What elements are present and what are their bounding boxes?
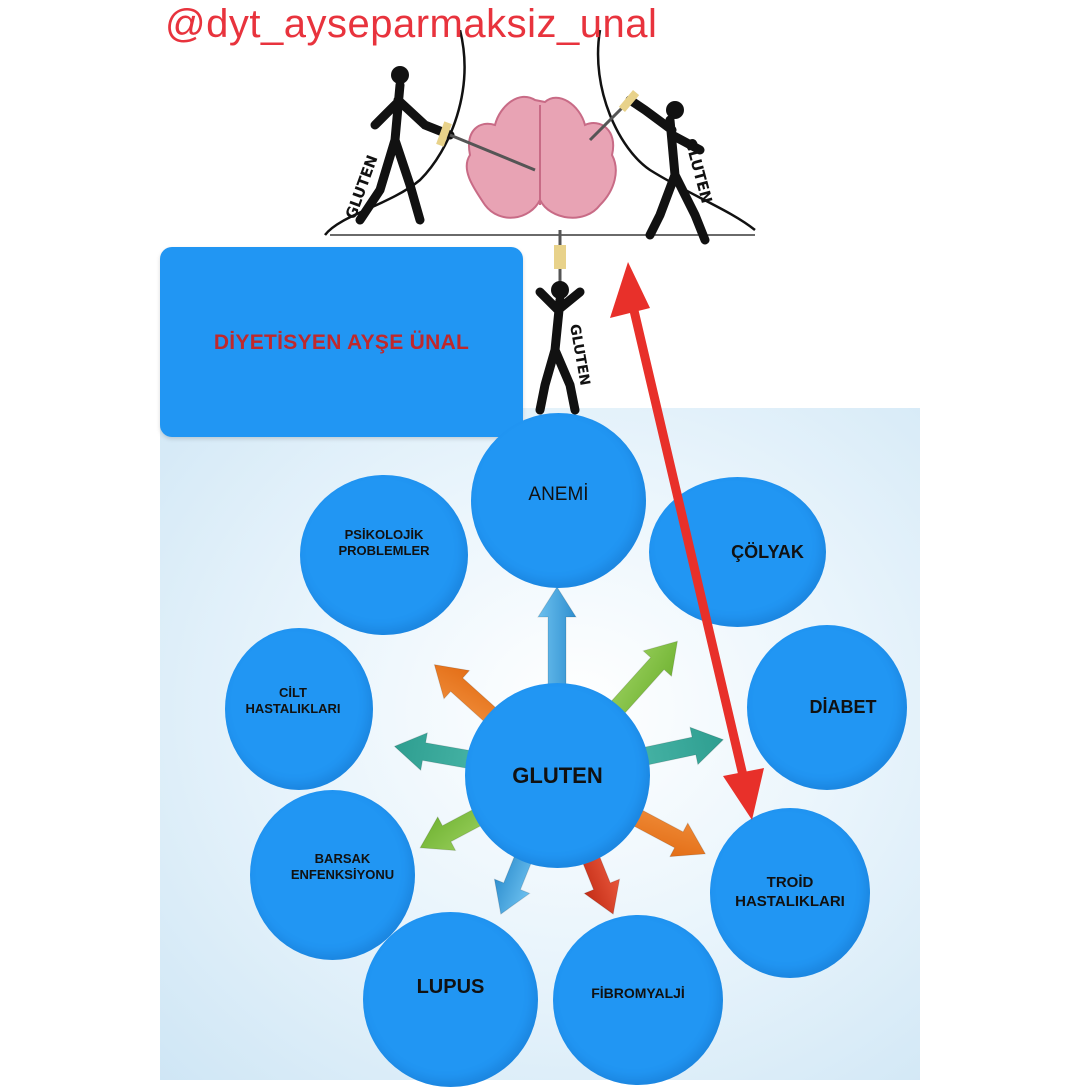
node-colyak: ÇÖLYAK	[649, 477, 826, 627]
node-fibromyalji: FİBROMYALJİ	[553, 915, 723, 1085]
node-colyak-label: ÇÖLYAK	[731, 541, 804, 562]
node-diabet: DİABET	[747, 625, 907, 790]
node-cilt: CİLT HASTALIKLARI	[225, 628, 373, 790]
node-lupus-label: LUPUS	[416, 976, 485, 998]
node-barsak-label: BARSAK ENFENKSİYONU	[290, 850, 395, 882]
center-node-gluten: GLUTEN	[465, 683, 650, 868]
node-diabet-label: DİABET	[809, 697, 877, 718]
node-anemi: ANEMİ	[471, 413, 646, 588]
node-troid-label: TROİD HASTALIKLARI	[735, 874, 845, 910]
watermark-handle: @dyt_ayseparmaksiz_unal	[165, 2, 658, 46]
node-cilt-label: CİLT HASTALIKLARI	[245, 684, 341, 716]
node-troid: TROİD HASTALIKLARI	[710, 808, 870, 978]
node-psikolojik-label: PSİKOLOJİK PROBLEMLER	[338, 526, 430, 558]
node-anemi-label: ANEMİ	[528, 483, 589, 505]
banner-title: DİYETİSYEN AYŞE ÜNAL	[213, 331, 470, 354]
center-node-label: GLUTEN	[512, 762, 603, 788]
node-fibromyalji-label: FİBROMYALJİ	[591, 985, 685, 1002]
thyroid-illustration: GLUTEN GLUTEN GLUTEN	[324, 30, 756, 415]
dietitian-banner: DİYETİSYEN AYŞE ÜNAL	[160, 247, 523, 437]
node-psikolojik: PSİKOLOJİK PROBLEMLER	[300, 475, 468, 635]
node-lupus: LUPUS	[363, 912, 538, 1087]
node-barsak: BARSAK ENFENKSİYONU	[250, 790, 415, 960]
